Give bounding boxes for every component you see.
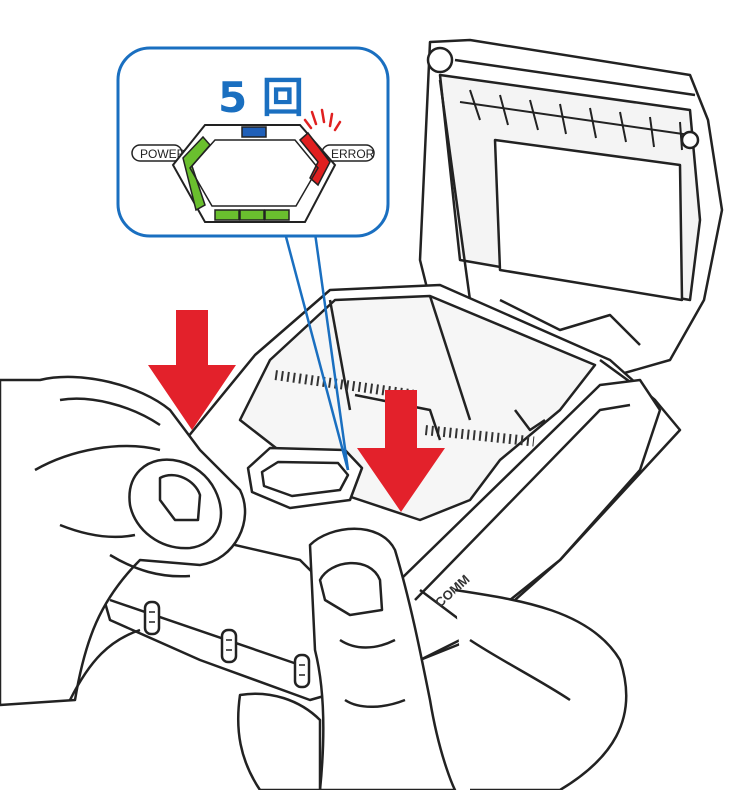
printer-center-button (246, 446, 364, 510)
press-count-label: 5 回 (218, 73, 304, 122)
callout-bubble: 5 回 POWER ERROR (116, 46, 390, 238)
down-arrow-icon (148, 310, 236, 430)
battery-leds (214, 209, 290, 221)
front-button (143, 600, 161, 636)
callout-pointer (283, 232, 350, 471)
left-hand (0, 375, 247, 707)
printer-lid (418, 38, 724, 382)
battery-led (214, 209, 240, 221)
error-label-tab: ERROR (321, 144, 375, 162)
blink-rays-icon (303, 108, 342, 132)
battery-led (239, 209, 265, 221)
front-button (293, 653, 311, 689)
front-button (220, 628, 238, 664)
battery-led (264, 209, 290, 221)
status-led (241, 126, 267, 138)
down-arrow-icon (357, 390, 445, 512)
right-hand (68, 527, 628, 790)
led-panel (171, 124, 337, 223)
lid-ribs (459, 89, 691, 151)
error-label: ERROR (331, 147, 375, 161)
power-label: POWER (140, 147, 186, 161)
error-led (298, 131, 331, 187)
